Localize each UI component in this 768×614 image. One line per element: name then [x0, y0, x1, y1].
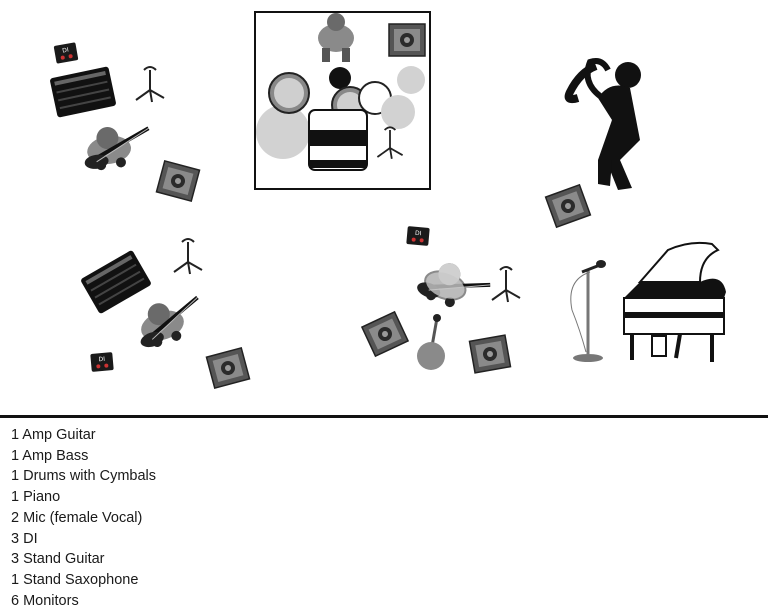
saxophonist-icon: [564, 58, 641, 190]
equipment-item: 1 Stand Saxophone: [11, 571, 139, 588]
equipment-item: 3 Stand Guitar: [11, 551, 105, 568]
stage-group-guitar-top-left: [49, 42, 201, 202]
equipment-list: 1 Amp Guitar 1 Amp Bass 1 Drums with Cym…: [11, 425, 156, 611]
monitor-icon: [544, 184, 592, 228]
guitar-stand-icon: [135, 66, 165, 103]
grand-piano-icon: [623, 241, 726, 362]
equipment-item: 1 Piano: [11, 489, 61, 506]
divider-rule: [0, 415, 768, 418]
stage-plot: DI: [49, 11, 726, 389]
monitor-icon: [155, 160, 201, 202]
equipment-item: 1 Amp Guitar: [11, 427, 96, 443]
monitor-icon: [361, 311, 409, 357]
guitar-stand-icon: [491, 266, 521, 303]
mic-stand-icon: [570, 260, 606, 362]
monitor-icon: [468, 334, 512, 374]
monitor-icon: [205, 347, 251, 389]
mic-stand-icon: [417, 314, 445, 370]
equipment-item: 3 DI: [11, 530, 38, 547]
di-box-icon: [406, 226, 430, 246]
guitar-stand-icon: [173, 238, 203, 275]
drum-riser: [254, 11, 431, 190]
monitor-icon: [388, 23, 426, 57]
equipment-item: 1 Amp Bass: [11, 447, 89, 464]
drum-kit-icon: [256, 66, 425, 171]
di-box-icon: [53, 42, 79, 64]
guitarist-icon: [78, 119, 156, 175]
equipment-item: 1 Drums with Cymbals: [11, 468, 157, 485]
stage-group-bass-bottom-left: [80, 238, 251, 389]
singer-icon: [412, 253, 495, 320]
amp-icon: [49, 66, 117, 118]
drummer-icon: [318, 13, 354, 62]
equipment-item: 6 Monitors: [11, 592, 79, 609]
equipment-item: 2 Mic (female Vocal): [11, 509, 143, 526]
stage-group-center-front: [361, 226, 521, 374]
amp-icon: [80, 249, 152, 315]
di-box-icon: [90, 352, 114, 372]
bassist-icon: [128, 288, 211, 354]
